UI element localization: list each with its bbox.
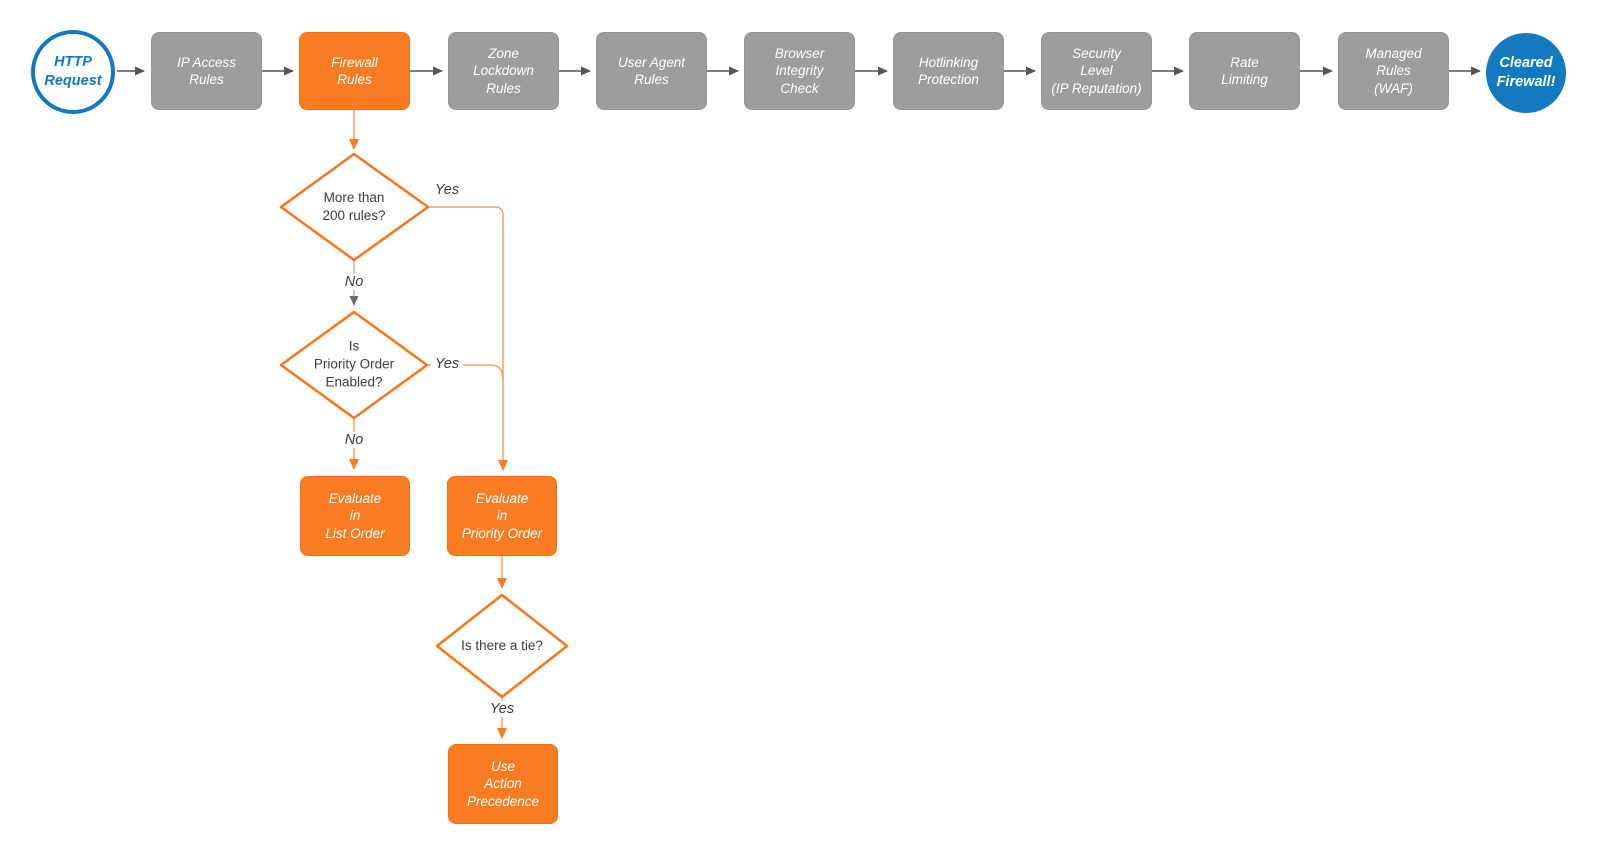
decision-priority-order-enabled-label: Is Priority Order Enabled?	[313, 338, 395, 391]
step-ip-access-rules: IP Access Rules	[151, 32, 262, 110]
step-rate-limiting: Rate Limiting	[1189, 32, 1300, 110]
decision-is-there-a-tie-shape	[435, 593, 569, 699]
action-evaluate-in-priority-order: Evaluate in Priority Order	[447, 476, 557, 556]
edge-label-no-priority: No	[340, 432, 368, 448]
step-managed-rules-waf: Managed Rules (WAF)	[1338, 32, 1449, 110]
edge-label-yes-priority: Yes	[430, 356, 464, 372]
step-firewall-rules: Firewall Rules	[299, 32, 410, 110]
connector-yes-rule-count-to-priority-eval	[428, 206, 508, 471]
end-node-cleared-firewall: Cleared Firewall!	[1486, 33, 1566, 113]
connector-yes-priority-merge	[427, 364, 504, 379]
start-node-http-request: HTTP Request	[31, 30, 115, 114]
step-browser-integrity-check: Browser Integrity Check	[744, 32, 855, 110]
action-use-action-precedence: Use Action Precedence	[448, 744, 558, 824]
decision-more-than-200-rules-label: More than 200 rules?	[322, 189, 386, 223]
edge-label-yes-tie: Yes	[485, 701, 519, 717]
decision-priority-order-enabled-shape	[279, 310, 429, 420]
step-zone-lockdown-rules: Zone Lockdown Rules	[448, 32, 559, 110]
decision-more-than-200-rules-shape	[279, 152, 430, 262]
edge-label-no-rule-count: No	[340, 274, 368, 290]
step-security-level-ip-reputation: Security Level (IP Reputation)	[1041, 32, 1152, 110]
step-user-agent-rules: User Agent Rules	[596, 32, 707, 110]
edge-label-yes-rule-count: Yes	[434, 182, 460, 198]
action-evaluate-in-list-order: Evaluate in List Order	[300, 476, 410, 556]
decision-is-there-a-tie-label: Is there a tie?	[461, 637, 543, 653]
step-hotlinking-protection: Hotlinking Protection	[893, 32, 1004, 110]
